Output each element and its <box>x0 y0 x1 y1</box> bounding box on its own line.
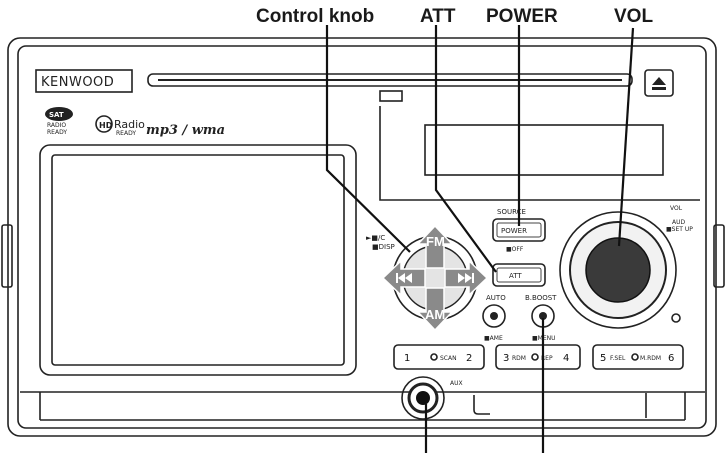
source-att-group: SOURCE POWER ■OFF ATT <box>492 208 546 287</box>
sat-radio-badge <box>45 107 73 121</box>
preset-button-3-4[interactable] <box>495 344 581 370</box>
preset-button-5-6[interactable] <box>592 344 684 370</box>
monitor <box>39 144 357 376</box>
att-button-face <box>496 267 542 283</box>
disp-label-1: ►■/C <box>366 234 385 242</box>
preset-1-label: 1 <box>404 353 410 364</box>
hd-radio-ready: READY <box>116 130 136 137</box>
volume-knob-group: VOL AUD ■SET UP <box>559 205 693 329</box>
bboost-button-dot <box>539 312 547 320</box>
aux-jack-outer <box>401 376 445 420</box>
ame-label: ■AME <box>484 335 503 342</box>
aux-label: AUX <box>450 380 463 387</box>
off-label: ■OFF <box>506 246 524 253</box>
eject-icon <box>652 77 666 90</box>
bottom-notch <box>473 395 490 415</box>
callout-vol: VOL <box>614 6 653 27</box>
fsel-label: F.SEL <box>610 355 626 362</box>
callout-control-knob: Control knob <box>256 6 374 27</box>
faceplate <box>1 37 725 437</box>
right-side-clip <box>713 224 725 288</box>
faceplate-outer-edge <box>7 37 717 437</box>
mrdm-indicator <box>631 353 639 361</box>
rep-indicator <box>531 353 539 361</box>
brand-badges: SAT RADIO READY HD Radio READY mp3 / wma <box>45 107 225 138</box>
att-button[interactable] <box>492 263 546 287</box>
sat-badge-radio: RADIO <box>47 122 66 129</box>
top-row: KENWOOD <box>35 69 674 102</box>
fm-label: FM <box>426 234 445 249</box>
kenwood-logo-frame <box>35 69 133 93</box>
setup-label: ■SET UP <box>666 226 693 233</box>
leader-lines <box>325 25 635 453</box>
auto-bboost-group: AUTO ■AME B.BOOST ■MENU <box>482 294 557 342</box>
display-area <box>379 106 700 201</box>
control-knob[interactable]: FM AM ►■/C ■DISP <box>366 224 489 332</box>
volume-knob-outer <box>559 211 677 329</box>
callout-att: ATT <box>420 6 456 27</box>
preset-6-label: 6 <box>668 353 674 364</box>
preset-buttons: 1 SCAN 2 3 RDM REP 4 5 F.SEL M.RDM 6 <box>393 344 684 370</box>
hd-radio-text: Radio <box>114 118 145 131</box>
eject-button[interactable] <box>644 69 674 97</box>
preset-3-label: 3 <box>503 353 509 364</box>
slot-tab <box>379 90 403 102</box>
left-side-clip <box>1 224 13 288</box>
sat-badge-text: SAT <box>49 111 64 119</box>
sat-badge-ready: READY <box>47 129 67 136</box>
arrow-down[interactable] <box>416 287 454 332</box>
reset-button[interactable] <box>671 313 681 323</box>
scan-indicator <box>430 353 438 361</box>
scan-label: SCAN <box>440 355 457 362</box>
auto-button-dot <box>490 312 498 320</box>
source-label: SOURCE <box>497 208 526 216</box>
control-knob-leader <box>325 25 411 253</box>
aux-jack-group: AUX <box>401 376 463 420</box>
preset-button-1-2[interactable] <box>393 344 485 370</box>
kenwood-logo: KENWOOD <box>41 75 114 90</box>
monitor-bezel <box>39 144 357 376</box>
arrow-up[interactable] <box>416 224 454 269</box>
svg-text:HD: HD <box>99 121 113 130</box>
preset-5-label: 5 <box>600 353 606 364</box>
fast-forward-icon <box>458 273 474 283</box>
preset-2-label: 2 <box>466 353 472 364</box>
power-button-label: POWER <box>501 227 527 235</box>
rewind-icon <box>396 273 412 283</box>
volume-knob[interactable] <box>585 237 651 303</box>
rdm-label: RDM <box>512 355 526 362</box>
callout-labels: Control knob ATT POWER VOL <box>256 6 653 27</box>
monitor-screen[interactable] <box>51 154 345 366</box>
auto-label: AUTO <box>486 294 506 302</box>
callout-power: POWER <box>486 6 558 27</box>
faceplate-inner-edge <box>17 45 707 429</box>
mrdm-label: M.RDM <box>640 355 661 362</box>
aux-jack[interactable] <box>416 391 430 405</box>
disp-label-2: ■DISP <box>372 243 395 251</box>
display-window <box>424 124 664 176</box>
rep-label: REP <box>541 355 553 362</box>
hd-radio-icon: HD <box>95 115 113 133</box>
cd-slot[interactable] <box>147 73 633 87</box>
am-label: AM <box>425 307 445 322</box>
preset-4-label: 4 <box>563 353 569 364</box>
vol-small-label: VOL <box>670 205 683 212</box>
format-logo: mp3 / wma <box>146 123 225 138</box>
aud-label: AUD <box>672 219 685 226</box>
att-button-label: ATT <box>509 272 522 280</box>
att-leader <box>434 25 497 273</box>
display-recess <box>379 106 700 201</box>
vol-leader <box>617 27 635 247</box>
auto-button[interactable] <box>482 304 506 328</box>
bboost-label: B.BOOST <box>525 294 557 302</box>
